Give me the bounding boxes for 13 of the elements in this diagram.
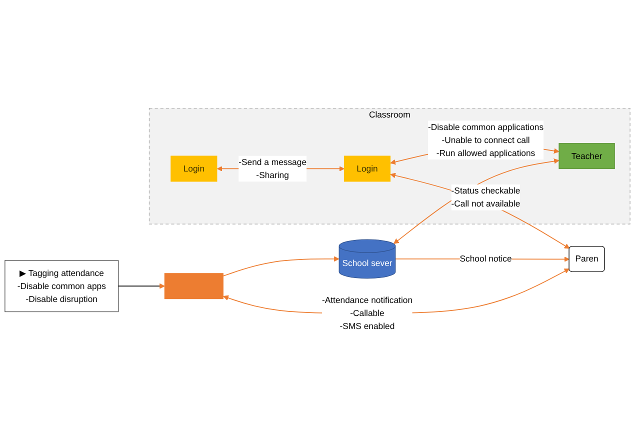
node-box: ▶ Tagging attendance -Disable common apps -Disable disruption: [4, 260, 119, 312]
arrow: [222, 256, 340, 276]
edge-label: -Send a message -Sharing: [238, 156, 307, 180]
edge-label: School notice: [460, 254, 512, 264]
edge-label: -Attendance notification -Callable -SMS enabled: [322, 295, 413, 331]
node-box: Login: [344, 156, 391, 182]
node-box: Login: [170, 156, 218, 182]
arrow: [118, 283, 165, 289]
node-bar: [164, 273, 224, 300]
arrow: [390, 172, 570, 249]
edge-label: -Disable common applications -Unable to connect call -Run allowed applications: [428, 122, 544, 158]
node-box: Teacher: [558, 143, 615, 170]
edge-label: -Status checkable -Call not available: [451, 186, 520, 208]
